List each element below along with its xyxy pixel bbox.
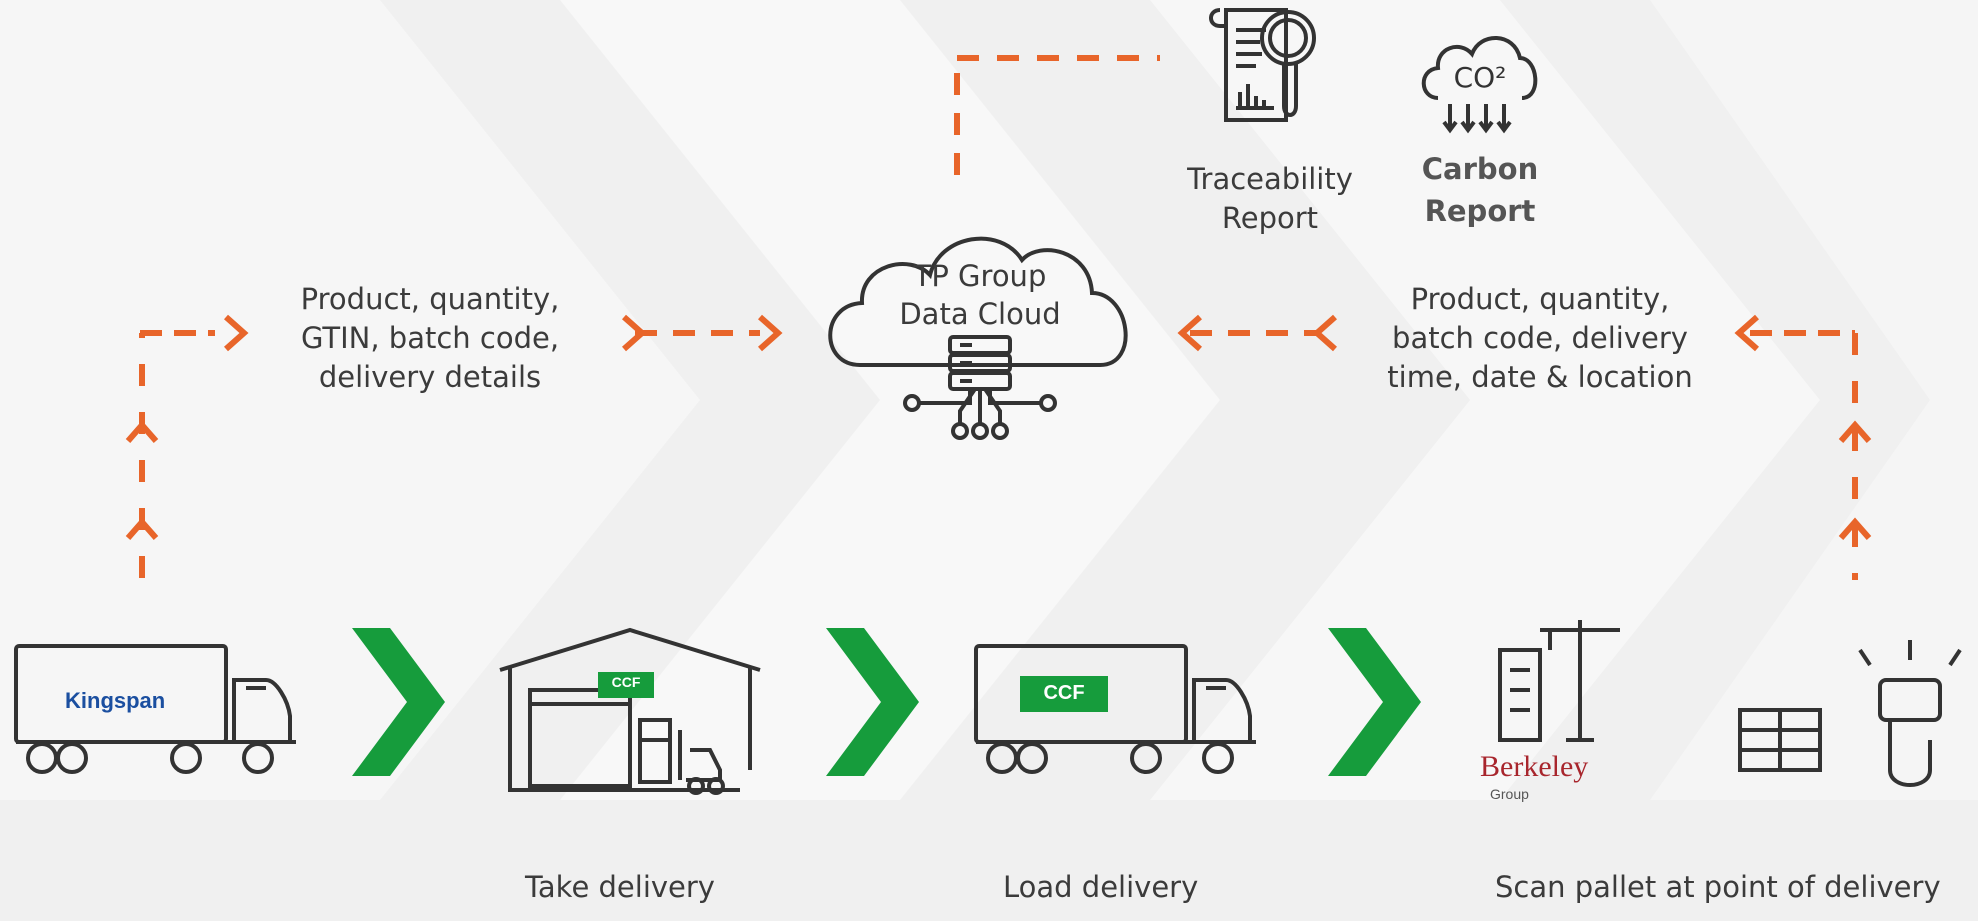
warehouse-forklift-icon — [499, 627, 761, 795]
cloud-icon — [828, 236, 1128, 367]
right-info-line1: Product, quantity, — [1410, 282, 1670, 316]
traceability-label-line1: Traceability — [1187, 162, 1353, 196]
berkeley-logo: Berkeley — [1480, 750, 1589, 783]
data-cloud: TP Group Data Cloud — [800, 215, 1160, 445]
kingspan-truck: Kingspan — [10, 640, 300, 780]
take-delivery-caption: Take delivery — [525, 870, 715, 904]
co2-cloud-icon — [1421, 36, 1538, 134]
left-info-line3: delivery details — [318, 360, 542, 394]
right-info-line3: time, date & location — [1387, 360, 1693, 394]
ccf-logo-warehouse: CCF — [611, 674, 641, 690]
left-info-line2: GTIN, batch code, — [300, 321, 560, 355]
load-delivery-caption: Load delivery — [1003, 870, 1199, 904]
server-network-icon — [903, 335, 1057, 440]
report-magnifier-icon — [1209, 8, 1316, 122]
co2-symbol: CO² — [1453, 61, 1507, 94]
traceability-report: Traceability Report — [1150, 0, 1390, 240]
kingspan-logo: Kingspan — [65, 688, 166, 713]
construction-crane-icon — [1498, 620, 1620, 742]
ccf-logo-truck: CCF — [1043, 682, 1085, 704]
right-info-line2: batch code, delivery — [1392, 321, 1688, 355]
carbon-report: CO² Carbon Report — [1380, 0, 1580, 240]
berkeley-site: Berkeley Group — [1480, 610, 1680, 810]
handheld-scanner-icon — [1738, 640, 1962, 787]
ccf-warehouse: CCF — [490, 620, 770, 800]
scan-pallet-caption: Scan pallet at point of delivery — [1495, 870, 1941, 904]
truck-icon — [974, 644, 1256, 774]
ccf-truck: CCF — [970, 640, 1260, 780]
left-info-line1: Product, quantity, — [300, 282, 560, 316]
traceability-label-line2: Report — [1221, 201, 1319, 235]
berkeley-logo-sub: Group — [1490, 786, 1529, 802]
carbon-label-line2: Report — [1424, 194, 1536, 228]
cloud-label-line1: TP Group — [913, 259, 1047, 293]
cloud-label-line2: Data Cloud — [899, 297, 1061, 331]
truck-icon — [14, 644, 296, 774]
carbon-label-line1: Carbon — [1421, 152, 1539, 186]
scan-pallet — [1730, 630, 1970, 800]
